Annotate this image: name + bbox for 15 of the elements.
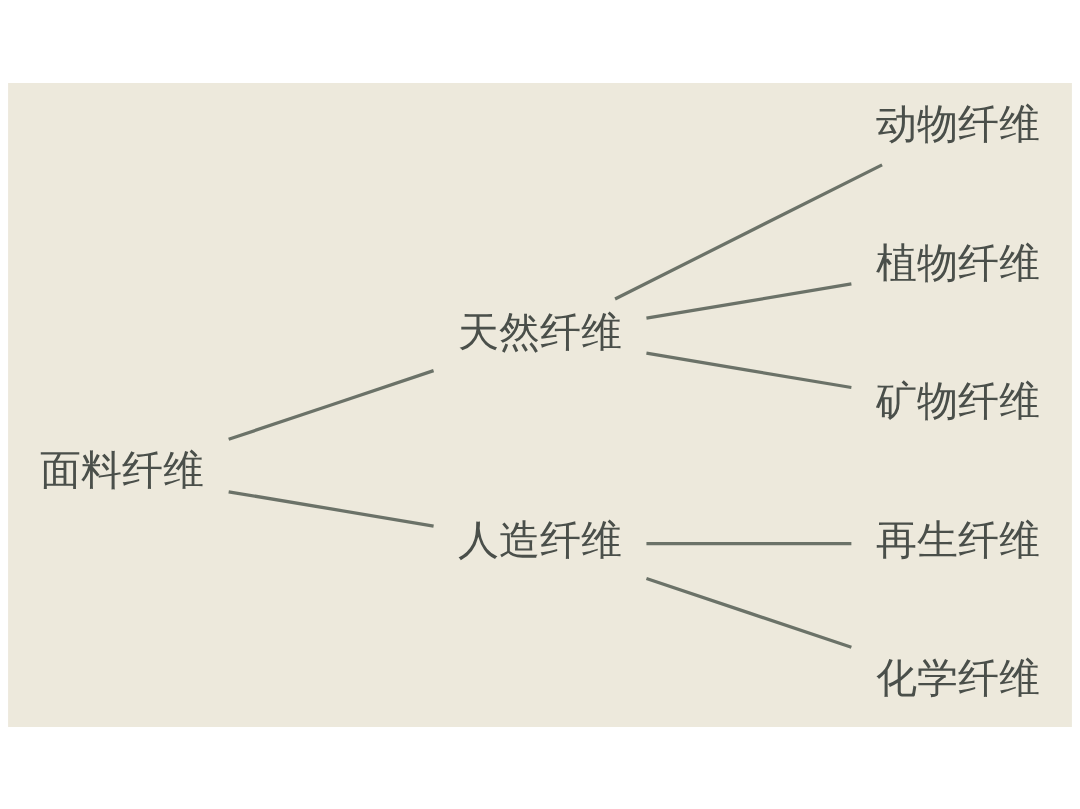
connector	[646, 281, 852, 320]
node-text: 化学纤维	[875, 653, 1040, 702]
connector	[646, 541, 852, 545]
node-text: 植物纤维	[875, 238, 1040, 287]
node-text: 动物纤维	[875, 99, 1040, 148]
connector	[645, 576, 852, 649]
connector	[614, 162, 883, 300]
connector	[228, 489, 434, 528]
connector	[228, 368, 435, 441]
node-text: 再生纤维	[875, 515, 1040, 564]
node-text: 人造纤维	[458, 515, 622, 564]
node-text: 面料纤维	[40, 445, 205, 494]
node-text: 矿物纤维	[875, 376, 1040, 425]
node-text: 天然纤维	[458, 307, 622, 356]
connector	[646, 351, 852, 389]
